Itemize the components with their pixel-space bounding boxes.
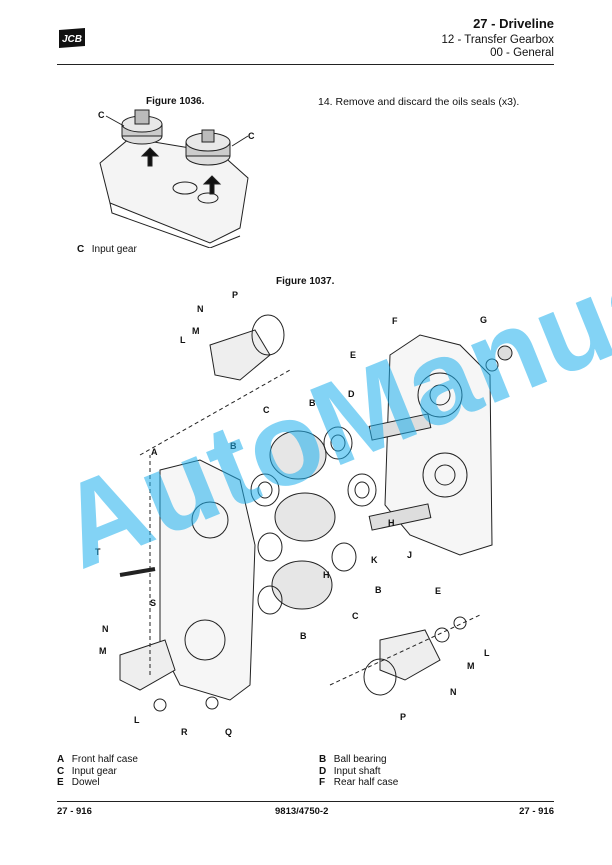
callout-m-3: M [467,661,475,671]
callout-l-1: L [180,335,186,345]
legend-item: A Front half case [57,754,138,765]
callout-h-1: H [388,518,395,528]
callout-n-2: N [102,624,109,634]
figure-1037-caption: Figure 1037. [276,276,335,287]
legend-item: F Rear half case [319,777,399,788]
callout-m-1: M [192,326,200,336]
callout-b-3: B [375,585,382,595]
callout-e-2: E [435,586,441,596]
callout-k-1: K [371,555,378,565]
procedure-step: 14. Remove and discard the oils seals (x… [318,96,520,108]
figure-1036-legend: C Input gear [77,244,137,255]
callout-b-1: B [309,398,316,408]
figure-1037-exploded-view: N P M L E F G D C B B A T S H J K B E H … [95,290,513,737]
callout-l-2: L [134,715,140,725]
callout-t-1: T [95,547,101,557]
callout-s-1: S [150,598,156,608]
callout-c-1: C [98,110,105,120]
callout-c-1037a: C [263,405,270,415]
footer-rule [57,801,554,802]
svg-text:JCB: JCB [62,34,82,45]
section-subtitle: 12 - Transfer Gearbox [441,34,555,46]
callout-f-1: F [392,316,398,326]
callout-n-3: N [450,687,457,697]
legend-item: C Input gear [57,765,117,777]
section-title: 27 - Driveline [473,16,554,31]
callout-d-1: D [348,389,355,399]
document-number: 9813/4750-2 [275,806,329,817]
header-rule [57,64,554,65]
callout-p-1: P [232,290,238,300]
page-number-left: 27 - 916 [57,806,92,817]
callout-m-2: M [99,646,107,656]
callout-n-1: N [197,304,204,314]
callout-p-2: P [400,712,406,722]
callout-g-1: G [480,315,487,325]
jcb-logo: JCB [59,28,85,48]
callout-b-2: B [230,441,237,451]
callout-r-1: R [181,727,188,737]
page-number-right: 27 - 916 [519,806,554,817]
callout-c-2: C [248,131,255,141]
legend-item: D Input shaft [319,765,381,777]
callout-c-1037b: C [352,611,359,621]
figure-1036-drawing: C C [98,109,255,248]
callout-h-2: H [323,570,330,580]
legend-left: A Front half case C Input gear E Dowel [57,754,138,789]
section-subsubtitle: 00 - General [490,47,554,59]
callout-e-1: E [350,350,356,360]
callout-b-4: B [300,631,307,641]
legend-right: B Ball bearing D Input shaft F Rear half… [319,754,398,789]
callout-q-1: Q [225,727,232,737]
legend-item: B Ball bearing [319,754,387,765]
legend-item: E Dowel [57,777,100,788]
figure-1036-caption: Figure 1036. [146,96,205,107]
callout-l-3: L [484,648,490,658]
callout-j-1: J [407,550,412,560]
callout-a-1: A [151,447,158,457]
